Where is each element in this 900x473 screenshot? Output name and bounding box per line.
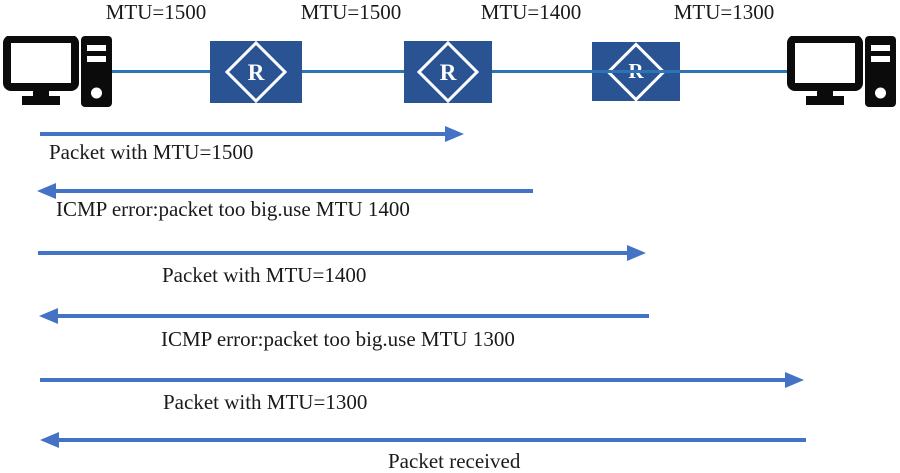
sender-computer-icon	[2, 35, 114, 110]
router-2: R	[404, 40, 492, 104]
link-mtu-label-4: MTU=1300	[673, 0, 775, 24]
computer-icon	[3, 35, 112, 107]
message-label-1: Packet with MTU=1500	[49, 140, 254, 164]
message-label-6: Packet received	[388, 449, 521, 473]
link-mtu-label-3: MTU=1400	[480, 0, 582, 24]
arrow-head-left-icon	[40, 432, 59, 448]
message-arrow-right-5	[40, 372, 804, 388]
receiver-computer-icon	[786, 35, 898, 110]
message-arrow-left-4	[39, 308, 649, 324]
arrow-shaft	[40, 378, 788, 382]
link-mtu-label-2: MTU=1500	[300, 0, 402, 24]
arrow-shaft	[55, 314, 649, 318]
arrow-head-right-icon	[627, 245, 646, 261]
link-mtu-label-1: MTU=1500	[105, 0, 207, 24]
message-label-2: ICMP error:packet too big.use MTU 1400	[56, 197, 410, 221]
arrow-shaft	[38, 251, 630, 255]
router-label: R	[439, 59, 457, 85]
arrow-shaft	[56, 438, 806, 442]
message-label-3: Packet with MTU=1400	[162, 263, 367, 287]
arrow-shaft	[40, 132, 448, 136]
router-1: R	[210, 40, 302, 104]
message-arrow-left-2	[37, 183, 533, 199]
arrow-head-left-icon	[37, 183, 56, 199]
message-label-4: ICMP error:packet too big.use MTU 1300	[161, 327, 515, 351]
message-arrow-right-1	[40, 126, 464, 142]
arrow-head-left-icon	[39, 308, 58, 324]
message-arrow-left-6	[40, 432, 806, 448]
arrow-shaft	[53, 189, 533, 193]
computer-icon	[787, 35, 896, 107]
message-arrow-right-3	[38, 245, 646, 261]
router-label: R	[247, 59, 265, 85]
message-label-5: Packet with MTU=1300	[163, 390, 368, 414]
arrow-head-right-icon	[445, 126, 464, 142]
arrow-head-right-icon	[785, 372, 804, 388]
